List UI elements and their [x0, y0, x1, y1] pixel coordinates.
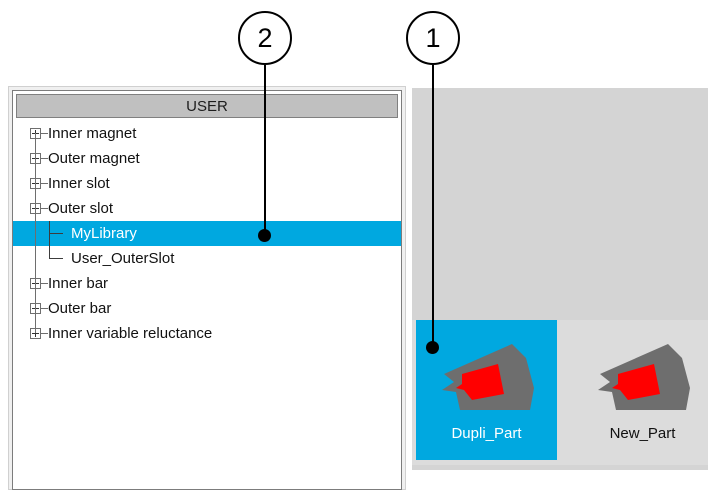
slot-part-icon: [416, 326, 557, 422]
tree-item-label: Inner slot: [48, 175, 110, 192]
thumbnail-label: New_Part: [609, 425, 676, 442]
tree-connector-line: [41, 183, 48, 184]
tree-item-label: User_OuterSlot: [71, 250, 175, 267]
tree-header-user: USER: [16, 94, 398, 118]
tree-item-label: Inner magnet: [48, 125, 137, 142]
tree-item-inner-variable-reluctance[interactable]: Inner variable reluctance: [13, 321, 401, 346]
tree-item-outer-magnet[interactable]: Outer magnet: [13, 146, 401, 171]
tree-connector-line: [41, 308, 48, 309]
thumbnail-new-part[interactable]: New_Part: [572, 320, 713, 460]
tree-branch-connector: [49, 221, 71, 246]
tree-item-inner-bar[interactable]: Inner bar: [13, 271, 401, 296]
slot-part-icon: [572, 326, 713, 422]
thumbnail-strip: Dupli_Part New_Part: [412, 320, 708, 465]
tree-item-outer-bar[interactable]: Outer bar: [13, 296, 401, 321]
callout-1-leader-line: [432, 65, 434, 348]
tree-item-inner-slot[interactable]: Inner slot: [13, 171, 401, 196]
tree-connector-line: [41, 158, 48, 159]
tree-item-label: Outer slot: [48, 200, 114, 217]
tree-connector-line: [41, 208, 48, 209]
callout-2-number: 2: [257, 22, 273, 53]
callout-1-number: 1: [425, 22, 441, 53]
thumbnail-label: Dupli_Part: [451, 425, 522, 442]
tree-trunk-line: [35, 133, 36, 333]
tree-item-label: Inner bar: [48, 275, 109, 292]
tree-connector-line: [41, 283, 48, 284]
callout-2-leader-line: [264, 65, 266, 236]
callout-marker-1: 1: [406, 11, 460, 65]
tree-connector-line: [41, 333, 48, 334]
tree-item-outer-slot[interactable]: Outer slot: [13, 196, 401, 221]
tree-item-label: MyLibrary: [71, 225, 137, 242]
part-viewer-panel: Dupli_Part New_Part: [412, 88, 708, 470]
callout-1-anchor-dot: [426, 341, 439, 354]
thumbnail-dupli-part[interactable]: Dupli_Part: [416, 320, 557, 460]
callout-2-anchor-dot: [258, 229, 271, 242]
tree-item-label: Inner variable reluctance: [48, 325, 213, 342]
tree-item-label: Outer magnet: [48, 150, 140, 167]
tree-item-mylibrary[interactable]: MyLibrary: [13, 221, 401, 246]
tree-connector-line: [41, 133, 48, 134]
tree-branch-connector: [49, 246, 71, 271]
tree-item-label: Outer bar: [48, 300, 112, 317]
tree-item-inner-magnet[interactable]: Inner magnet: [13, 121, 401, 146]
tree-item-user-outerslot[interactable]: User_OuterSlot: [13, 246, 401, 271]
callout-marker-2: 2: [238, 11, 292, 65]
